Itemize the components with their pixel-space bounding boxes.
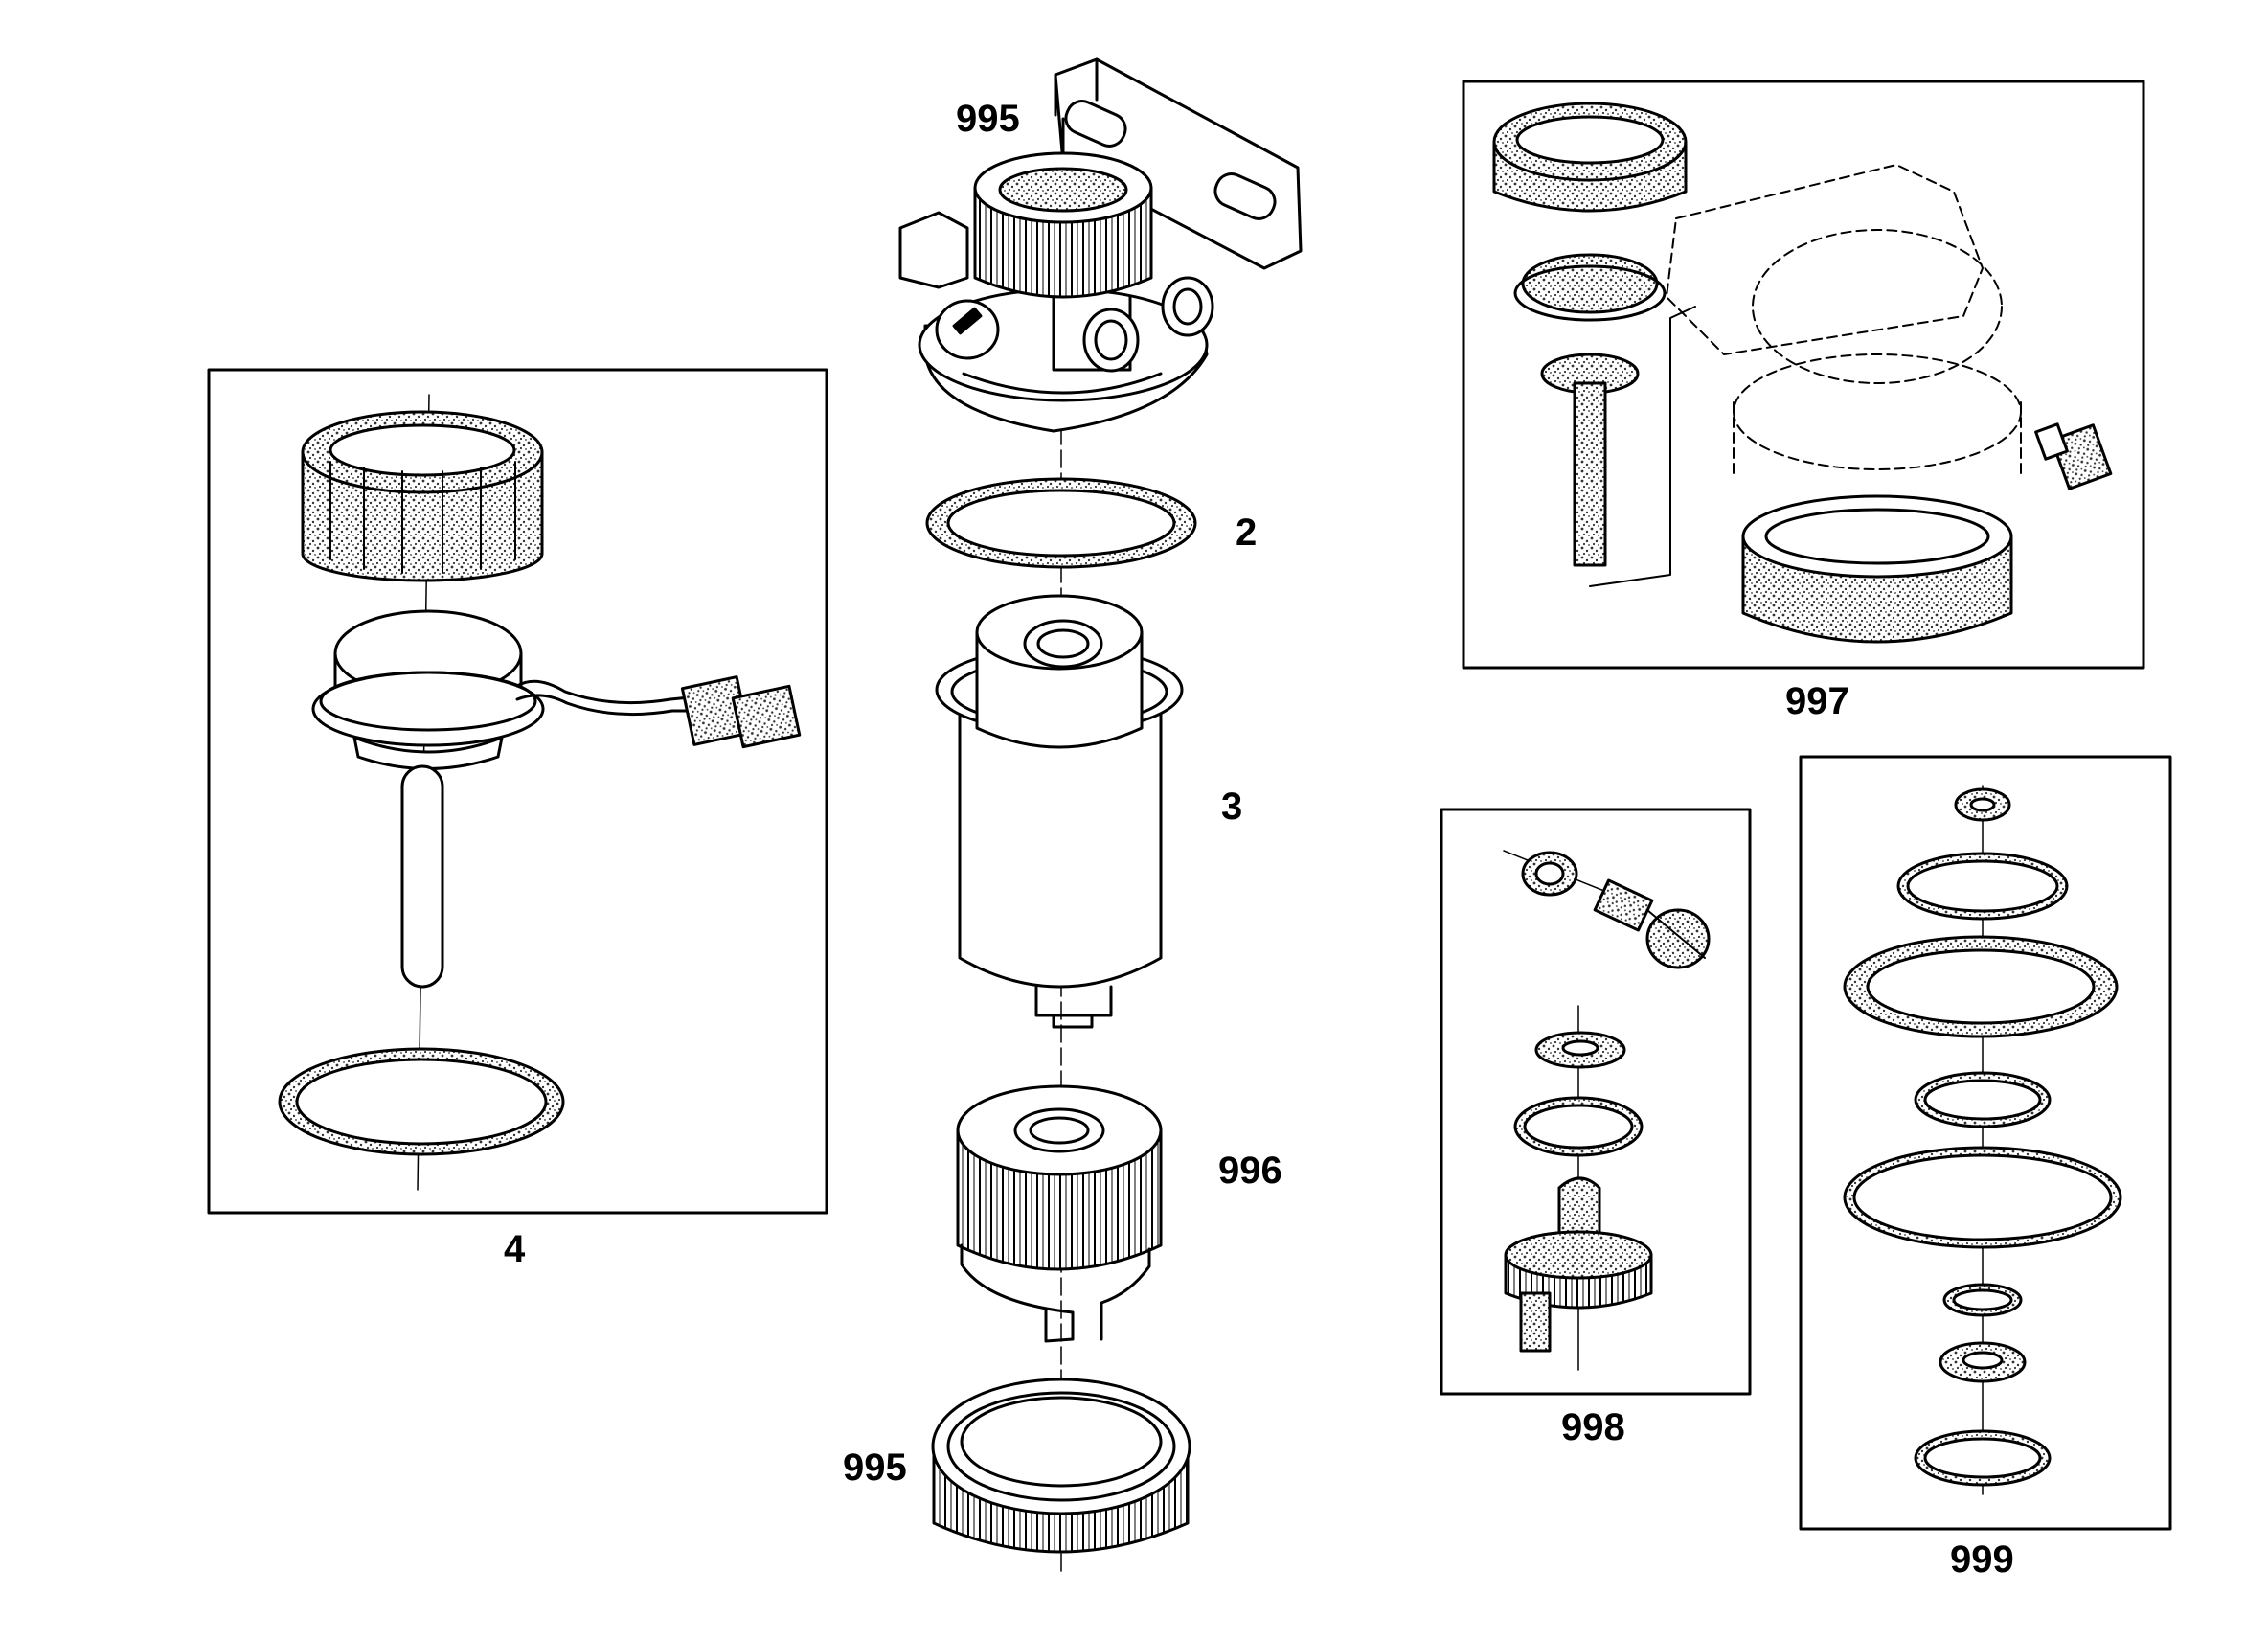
head-kit-filter-disc [1513, 253, 1667, 322]
seal-kit-o-ring-large [1843, 935, 2119, 1038]
drain-kit-valve [1504, 1176, 1653, 1353]
label-filter-head: 995 [956, 98, 1020, 140]
sensor-seal-ring [278, 1047, 565, 1156]
label-water-bowl: 996 [1218, 1150, 1282, 1192]
sensor-nut [301, 410, 544, 582]
drain-kit-screw [1593, 878, 1711, 969]
drain-kit-small-washer [1534, 1031, 1626, 1069]
seal-kit-o-ring-4 [1942, 1283, 2023, 1317]
seal-kit-frame [1799, 755, 2172, 1531]
label-drain-kit: 998 [1561, 1406, 1625, 1448]
label-head-kit: 997 [1785, 680, 1849, 722]
seal-kit-washer [1939, 1341, 2027, 1383]
head-kit-cap [1492, 102, 1688, 213]
head-kit-frame [1462, 80, 2145, 670]
head-kit-ring [1741, 494, 2013, 644]
label-sensor-kit: 4 [504, 1228, 526, 1270]
sensor-kit-frame [207, 368, 828, 1215]
filter-head [898, 57, 1303, 433]
label-head-seal: 2 [1236, 512, 1258, 554]
filter-element [935, 594, 1184, 1029]
bottom-retaining-ring [931, 1378, 1191, 1554]
seal-kit-o-ring-2 [1914, 1071, 2052, 1128]
seal-kit-o-ring-5 [1914, 1429, 2052, 1487]
label-bottom-ring: 995 [843, 1446, 907, 1489]
label-filter-element: 3 [1221, 786, 1243, 828]
ghost-head-outline [1666, 164, 2022, 480]
seal-kit-o-ring-1 [1896, 852, 2069, 921]
water-bowl [956, 1084, 1163, 1343]
seal-kit-o-ring-3 [1843, 1146, 2122, 1249]
water-sensor [311, 609, 802, 989]
head-kit-primer-pin [1540, 353, 1640, 567]
drain-kit-washer [1521, 851, 1578, 897]
head-seal-ring [925, 477, 1197, 569]
label-seal-kit: 999 [1950, 1538, 2014, 1581]
seal-kit-cap-seal [1954, 787, 2011, 822]
drain-kit-o-ring [1513, 1096, 1644, 1157]
head-kit-connector-line [1589, 306, 1696, 587]
head-kit-bleed-screw [2034, 422, 2113, 490]
drain-kit-frame [1440, 808, 1752, 1396]
